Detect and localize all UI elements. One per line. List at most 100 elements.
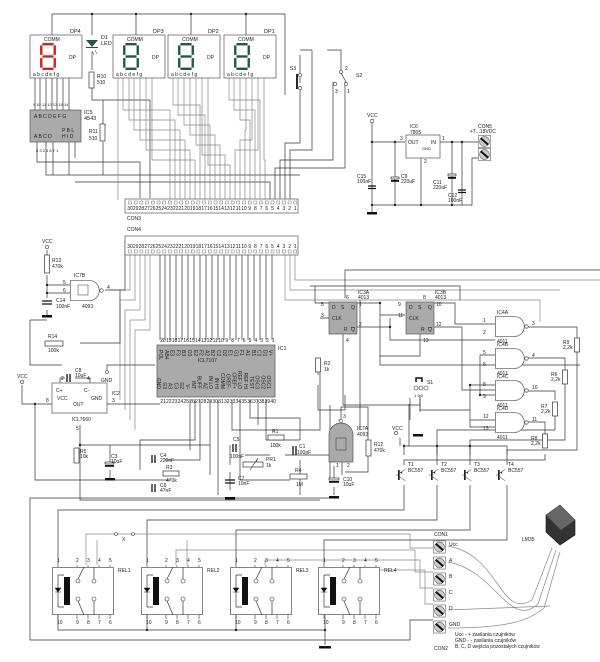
relay-icon — [230, 567, 292, 615]
connector-pin[interactable] — [162, 200, 166, 205]
pin-name: R — [344, 327, 348, 333]
pin-number: 38 — [259, 399, 265, 405]
connector-pin[interactable] — [168, 200, 172, 205]
connector-pin[interactable] — [156, 200, 161, 205]
pin-number: 11 — [532, 417, 537, 423]
connector-pin[interactable] — [259, 200, 263, 205]
connector-pin[interactable] — [179, 200, 184, 205]
connector-pin[interactable] — [225, 249, 229, 254]
component-value: 10k — [80, 454, 89, 460]
screw-terminal-icon[interactable] — [433, 604, 446, 618]
switch-s3[interactable]: S3 — [290, 66, 302, 90]
connector-pin[interactable] — [253, 200, 258, 205]
comm-label: COMM — [44, 37, 60, 43]
connector-pin[interactable] — [173, 249, 178, 254]
connector-pin[interactable] — [190, 200, 195, 205]
connector-pin[interactable] — [253, 249, 258, 254]
connector-pin[interactable] — [242, 249, 246, 254]
connector-pin[interactable] — [287, 249, 292, 254]
screw-terminal-icon[interactable] — [433, 572, 446, 586]
connector-pin[interactable] — [139, 249, 144, 254]
connector-pin[interactable] — [133, 200, 138, 205]
connector-pin[interactable] — [202, 200, 206, 205]
connector-pin[interactable] — [293, 249, 297, 254]
connector-pin[interactable] — [139, 200, 144, 205]
ic-type: 4011 — [497, 435, 508, 441]
connector-pin[interactable] — [133, 249, 138, 254]
pin-number: 9 — [483, 394, 486, 400]
connector-pin[interactable] — [236, 200, 241, 205]
connector-pin[interactable] — [236, 249, 241, 254]
connector-pin[interactable] — [202, 249, 206, 254]
connector-pin[interactable] — [230, 249, 235, 254]
pin-name: OSC3 — [254, 375, 260, 389]
connector-pin[interactable] — [225, 200, 229, 205]
connector-pin[interactable] — [282, 249, 286, 254]
screw-terminal-icon[interactable] — [478, 148, 491, 161]
connector-pin[interactable] — [247, 249, 252, 254]
connector-pin[interactable] — [259, 249, 263, 254]
connector-pin[interactable] — [151, 249, 155, 254]
potentiometer-pr1[interactable] — [242, 461, 264, 468]
connector-pin[interactable] — [270, 249, 275, 254]
connector-pin[interactable] — [128, 200, 132, 205]
connector-pin[interactable] — [219, 249, 223, 254]
connector-pin[interactable] — [190, 249, 195, 254]
connector-pin[interactable] — [287, 200, 292, 205]
connector-pin[interactable] — [208, 200, 212, 205]
pin-number: 3 — [532, 321, 535, 327]
ic-id: IC4A — [497, 310, 509, 316]
connector-pin[interactable] — [162, 249, 166, 254]
connector-pin[interactable] — [196, 249, 201, 254]
connector-pin[interactable] — [208, 249, 212, 254]
resistor-r9: R92,2k — [563, 337, 580, 353]
screw-terminal-icon[interactable] — [433, 588, 446, 602]
connector-pin[interactable] — [270, 200, 275, 205]
pin-name: TEST — [248, 376, 254, 389]
connector-pin[interactable] — [219, 200, 223, 205]
screw-terminal-icon[interactable] — [433, 620, 446, 634]
screw-terminal-icon[interactable] — [433, 556, 446, 570]
connector-pin[interactable] — [265, 249, 269, 254]
connector-pin[interactable] — [242, 200, 246, 205]
connector-pin[interactable] — [276, 200, 280, 205]
connector-pin[interactable] — [179, 249, 184, 254]
connector-pin[interactable] — [185, 249, 189, 254]
switch-s2[interactable]: 2 3 1 S2 — [333, 66, 362, 95]
pin-number: 19 — [190, 206, 196, 212]
pin-name: D — [409, 305, 413, 311]
connector-pin[interactable] — [196, 200, 201, 205]
connector-pin[interactable] — [156, 249, 161, 254]
pin-number: 28 — [139, 244, 145, 250]
connector-pin[interactable] — [185, 200, 189, 205]
pin-name: A2 — [203, 350, 209, 356]
connector-pin[interactable] — [145, 249, 149, 254]
connector-pin[interactable] — [265, 200, 269, 205]
pin-number: 24 — [161, 206, 167, 212]
connector-pin[interactable] — [213, 200, 218, 205]
pin-name: BUFF — [196, 376, 202, 389]
pin-number: 10 — [241, 244, 247, 250]
screw-terminal-icon[interactable] — [433, 540, 446, 554]
pin-name: CREF+ — [230, 372, 236, 389]
pin-number: 11 — [236, 244, 241, 250]
connector-pin[interactable] — [276, 249, 280, 254]
connector-pin[interactable] — [230, 200, 235, 205]
connector-pin[interactable] — [247, 200, 252, 205]
connector-pin[interactable] — [173, 200, 178, 205]
jumper-s1[interactable]: S1 1 2 3 — [413, 377, 433, 437]
connector-pin[interactable] — [282, 200, 286, 205]
resistor-body — [542, 433, 548, 449]
connector-pin[interactable] — [293, 200, 297, 205]
screw-terminal-icon[interactable] — [478, 135, 491, 148]
connector-pin[interactable] — [145, 200, 149, 205]
pin-number: 10 — [241, 206, 247, 212]
connector-pin[interactable] — [128, 249, 132, 254]
pin-number: 2 — [61, 376, 64, 382]
connector-pin[interactable] — [151, 200, 155, 205]
pin-number: 14 — [195, 338, 201, 344]
connector-pin[interactable] — [168, 249, 172, 254]
connector-pin[interactable] — [213, 249, 218, 254]
